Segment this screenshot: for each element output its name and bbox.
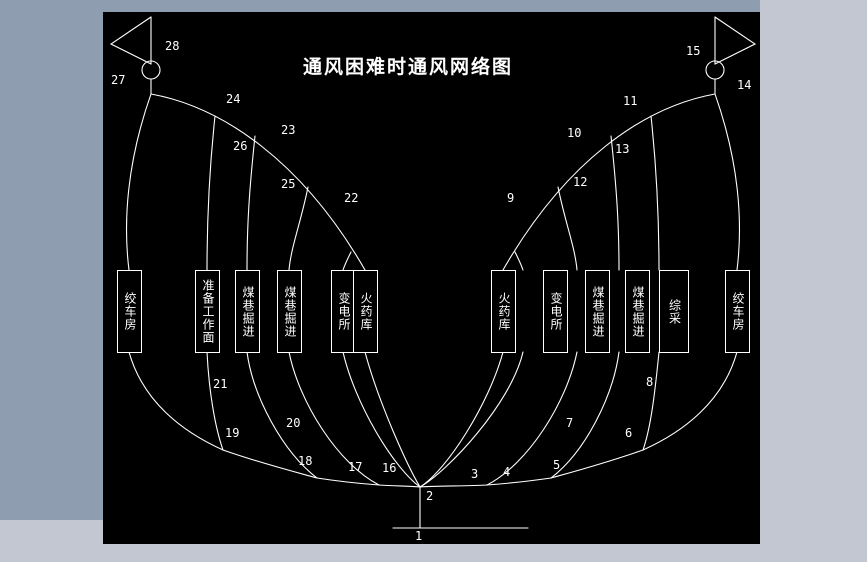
branch-number-21: 21 <box>213 377 228 391</box>
branch-number-4: 4 <box>503 465 511 479</box>
facility-box-left-1[interactable]: 绞车房 <box>117 270 142 353</box>
facility-box-left-3[interactable]: 煤巷掘进 <box>235 270 260 353</box>
facility-label: 绞车房 <box>123 292 137 331</box>
fan-left-triangle <box>109 16 152 65</box>
branch-below-left-winch <box>128 351 224 451</box>
branch-26-down <box>206 115 216 271</box>
branch-below-right-winch <box>642 351 738 451</box>
rib-4-3-2 <box>419 484 488 488</box>
branch-number-7: 7 <box>566 416 574 430</box>
branch-number-5: 5 <box>553 458 561 472</box>
drawing-canvas: 通风困难时通风网络图 绞车房 准备工作面 煤巷掘进 煤巷掘进 变电所 火药库 火… <box>103 12 760 544</box>
facility-label: 准备工作面 <box>201 279 215 344</box>
fan-right-triangle <box>714 16 757 65</box>
branch-16-down <box>364 351 421 488</box>
rib-17-16-2 <box>378 484 421 488</box>
branch-22-down <box>342 251 352 271</box>
facility-box-left-2[interactable]: 准备工作面 <box>195 270 220 353</box>
branch-number-23: 23 <box>281 123 296 137</box>
branch-number-15: 15 <box>686 44 701 58</box>
branch-number-11: 11 <box>623 94 638 108</box>
facility-box-right-4[interactable]: 煤巷掘进 <box>625 270 650 353</box>
branch-13-down <box>650 115 660 271</box>
branch-17-down <box>342 351 421 488</box>
branch-number-18: 18 <box>298 454 313 468</box>
branch-24-main <box>150 93 366 271</box>
facility-label: 变电所 <box>337 292 351 331</box>
branch-12-down <box>610 135 620 271</box>
branch-number-16: 16 <box>382 461 397 475</box>
facility-box-left-5[interactable]: 变电所 <box>331 270 356 353</box>
branch-21-down <box>206 351 224 451</box>
diagram-title: 通风困难时通风网络图 <box>303 56 514 78</box>
facility-box-right-5[interactable]: 综采 <box>659 270 689 353</box>
branch-number-17: 17 <box>348 460 363 474</box>
branch-number-28: 28 <box>165 39 180 53</box>
facility-box-left-6[interactable]: 火药库 <box>353 270 378 353</box>
branch-27 <box>125 93 152 271</box>
branch-10-down <box>557 186 578 271</box>
branch-20-down <box>246 351 318 479</box>
rib-6-5 <box>550 449 644 479</box>
facility-label: 煤巷掘进 <box>283 285 297 338</box>
branch-number-8: 8 <box>646 375 654 389</box>
branch-number-25: 25 <box>281 177 296 191</box>
rib-5-4 <box>486 477 552 486</box>
rib-19-18 <box>222 449 318 479</box>
branch-18-down <box>288 351 380 486</box>
branch-number-24: 24 <box>226 92 241 106</box>
branch-number-2: 2 <box>426 489 434 503</box>
facility-label: 火药库 <box>497 292 511 331</box>
branch-number-20: 20 <box>286 416 301 430</box>
branch-9-down <box>514 251 524 271</box>
branch-number-14: 14 <box>737 78 752 92</box>
branch-number-22: 22 <box>344 191 359 205</box>
rib-18-17 <box>316 477 380 486</box>
facility-label: 综采 <box>667 298 682 325</box>
branch-number-1: 1 <box>415 529 423 543</box>
facility-box-right-6[interactable]: 绞车房 <box>725 270 750 353</box>
branch-4-down <box>486 351 578 486</box>
branch-number-27: 27 <box>111 73 126 87</box>
facility-label: 煤巷掘进 <box>591 285 605 338</box>
branch-3b-down <box>419 351 504 488</box>
branch-number-3: 3 <box>471 467 479 481</box>
branch-number-13: 13 <box>615 142 630 156</box>
branch-number-10: 10 <box>567 126 582 140</box>
facility-box-right-3[interactable]: 煤巷掘进 <box>585 270 610 353</box>
branch-3-down <box>419 351 524 488</box>
facility-label: 火药库 <box>359 292 373 331</box>
branch-25-down <box>246 135 256 271</box>
branch-14 <box>714 93 741 271</box>
facility-label: 变电所 <box>549 292 563 331</box>
branch-number-12: 12 <box>573 175 588 189</box>
facility-label: 煤巷掘进 <box>631 285 645 338</box>
facility-box-right-2[interactable]: 变电所 <box>543 270 568 353</box>
facility-label: 煤巷掘进 <box>241 285 255 338</box>
branch-8-down <box>642 351 660 451</box>
branch-number-6: 6 <box>625 426 633 440</box>
facility-label: 绞车房 <box>731 292 745 331</box>
branch-number-19: 19 <box>225 426 240 440</box>
facility-box-right-1[interactable]: 火药库 <box>491 270 516 353</box>
branch-number-26: 26 <box>233 139 248 153</box>
background-right <box>760 0 867 562</box>
facility-box-left-4[interactable]: 煤巷掘进 <box>277 270 302 353</box>
branch-23-down <box>288 186 309 271</box>
branch-7-down <box>550 351 620 479</box>
branch-number-9: 9 <box>507 191 515 205</box>
branch-11-main <box>502 93 716 271</box>
